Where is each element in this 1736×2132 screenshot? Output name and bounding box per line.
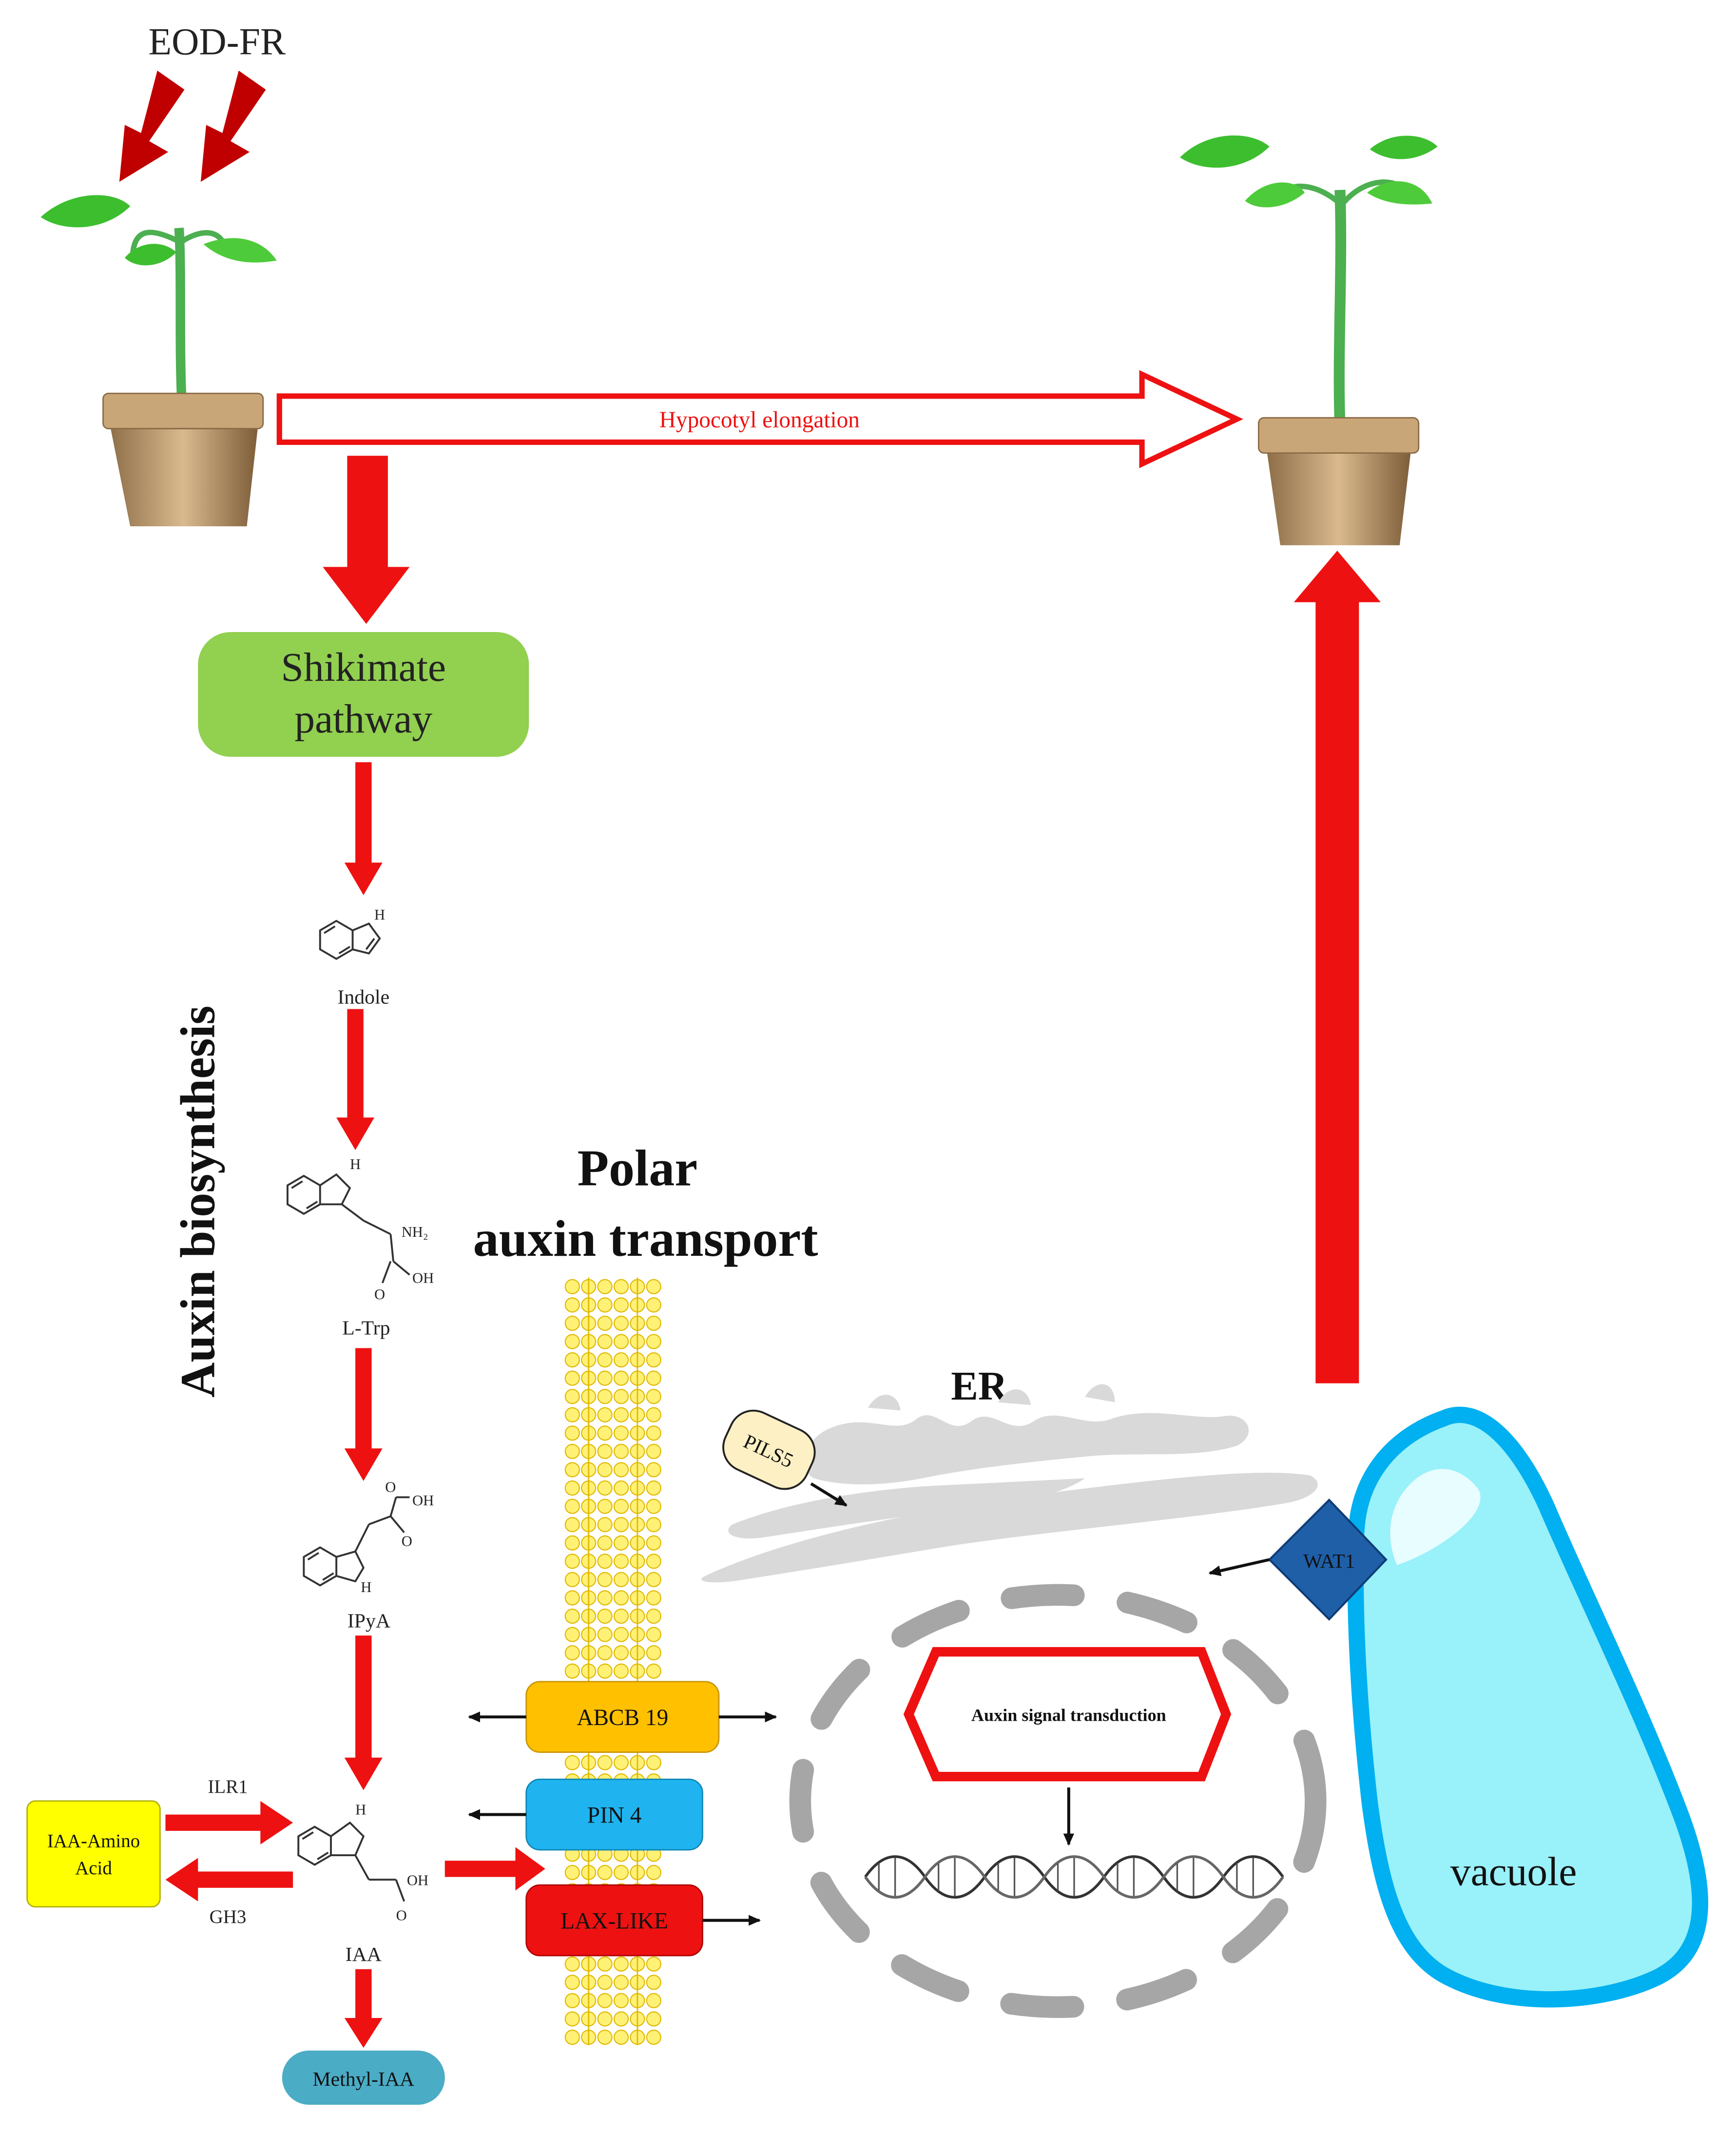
seedling-before-icon <box>40 195 277 526</box>
iaa-amino-label-line1: IAA-Amino <box>47 1830 140 1851</box>
indole-structure-icon <box>319 920 381 960</box>
indole-nh-label: H <box>374 906 385 923</box>
auxin-signal-label: Auxin signal transduction <box>971 1706 1166 1725</box>
transport-direction-arrows <box>468 1711 777 1926</box>
ipya-nh-label: H <box>361 1579 371 1595</box>
shikimate-label-line1: Shikimate <box>281 645 446 690</box>
gh3-arrow <box>165 1858 293 1902</box>
ilr1-arrow <box>165 1801 293 1844</box>
nucleus-envelope <box>789 1584 1327 2018</box>
pils5-arrow <box>810 1482 848 1507</box>
iaa-structure-icon <box>297 1821 405 1902</box>
seedling-after-icon <box>1180 135 1438 545</box>
iaa-oh-label: OH <box>407 1872 428 1888</box>
er-shape <box>701 1384 1318 1583</box>
iaa-to-transport-arrow <box>444 1847 545 1891</box>
l-trp-oh-label: OH <box>412 1270 434 1287</box>
biosynthesis-arrows <box>336 762 383 2048</box>
lax-like-transporter: LAX-LIKE <box>525 1884 703 1957</box>
iaa-amino-acid-box: IAA-Amino Acid <box>26 1800 161 1908</box>
iaa-o-label: O <box>396 1907 407 1924</box>
dna-helix-icon <box>864 1855 1284 1899</box>
pin4-label: PIN 4 <box>587 1803 642 1828</box>
iaa-label: IAA <box>346 1943 382 1966</box>
indole-label: Indole <box>337 986 389 1008</box>
l-trp-nh2-label: NH₂ <box>402 1224 428 1240</box>
eod-fr-label: EOD-FR <box>149 21 286 63</box>
auxin-signal-transduction-box: Auxin signal transduction <box>903 1647 1232 1782</box>
wat1-label: WAT1 <box>1303 1550 1355 1573</box>
ipya-label: IPyA <box>347 1610 390 1633</box>
plant-to-shikimate-arrow <box>323 456 410 624</box>
hypocotyl-elongation-arrow: Hypocotyl elongation <box>276 370 1243 468</box>
methyl-iaa-box: Methyl-IAA <box>282 2050 445 2105</box>
ipya-structure-icon <box>303 1496 410 1587</box>
l-trp-nh-label: H <box>350 1156 361 1172</box>
elongation-up-arrow <box>1293 551 1381 1383</box>
ipya-oh-label: OH <box>412 1492 434 1509</box>
methyl-iaa-label: Methyl-IAA <box>312 2068 414 2091</box>
hypocotyl-elongation-label: Hypocotyl elongation <box>659 407 860 433</box>
iaa-nh-label: H <box>355 1802 366 1818</box>
pin4-transporter: PIN 4 <box>525 1778 703 1851</box>
ipya-o-label: O <box>385 1479 396 1495</box>
lax-like-label: LAX-LIKE <box>560 1908 668 1934</box>
wat1-arrow <box>1208 1558 1270 1576</box>
gh3-label: GH3 <box>210 1906 247 1927</box>
ipya-o2-label: O <box>402 1533 412 1550</box>
l-trp-label: L-Trp <box>342 1317 390 1339</box>
ilr1-label: ILR1 <box>208 1776 248 1797</box>
pils5-protein: PILS5 <box>722 1409 816 1490</box>
l-trp-structure-icon <box>287 1173 410 1284</box>
vacuole-label: vacuole <box>1450 1849 1577 1894</box>
polar-transport-title-line1: Polar <box>578 1139 698 1196</box>
iaa-amino-label-line2: Acid <box>75 1858 112 1879</box>
shikimate-label-line2: pathway <box>294 697 432 742</box>
abcb19-transporter: ABCB 19 <box>525 1681 720 1753</box>
fr-light-arrows <box>119 70 266 182</box>
polar-transport-title-line2: auxin transport <box>473 1210 818 1267</box>
vacuole-organelle: vacuole <box>1347 1406 1708 2008</box>
shikimate-pathway-box: Shikimate pathway <box>198 632 529 757</box>
l-trp-o-label: O <box>374 1286 385 1303</box>
wat1-protein: WAT1 <box>1268 1498 1388 1621</box>
abcb19-label: ABCB 19 <box>577 1705 668 1730</box>
auxin-biosynthesis-title: Auxin biosynthesis <box>171 1006 225 1398</box>
